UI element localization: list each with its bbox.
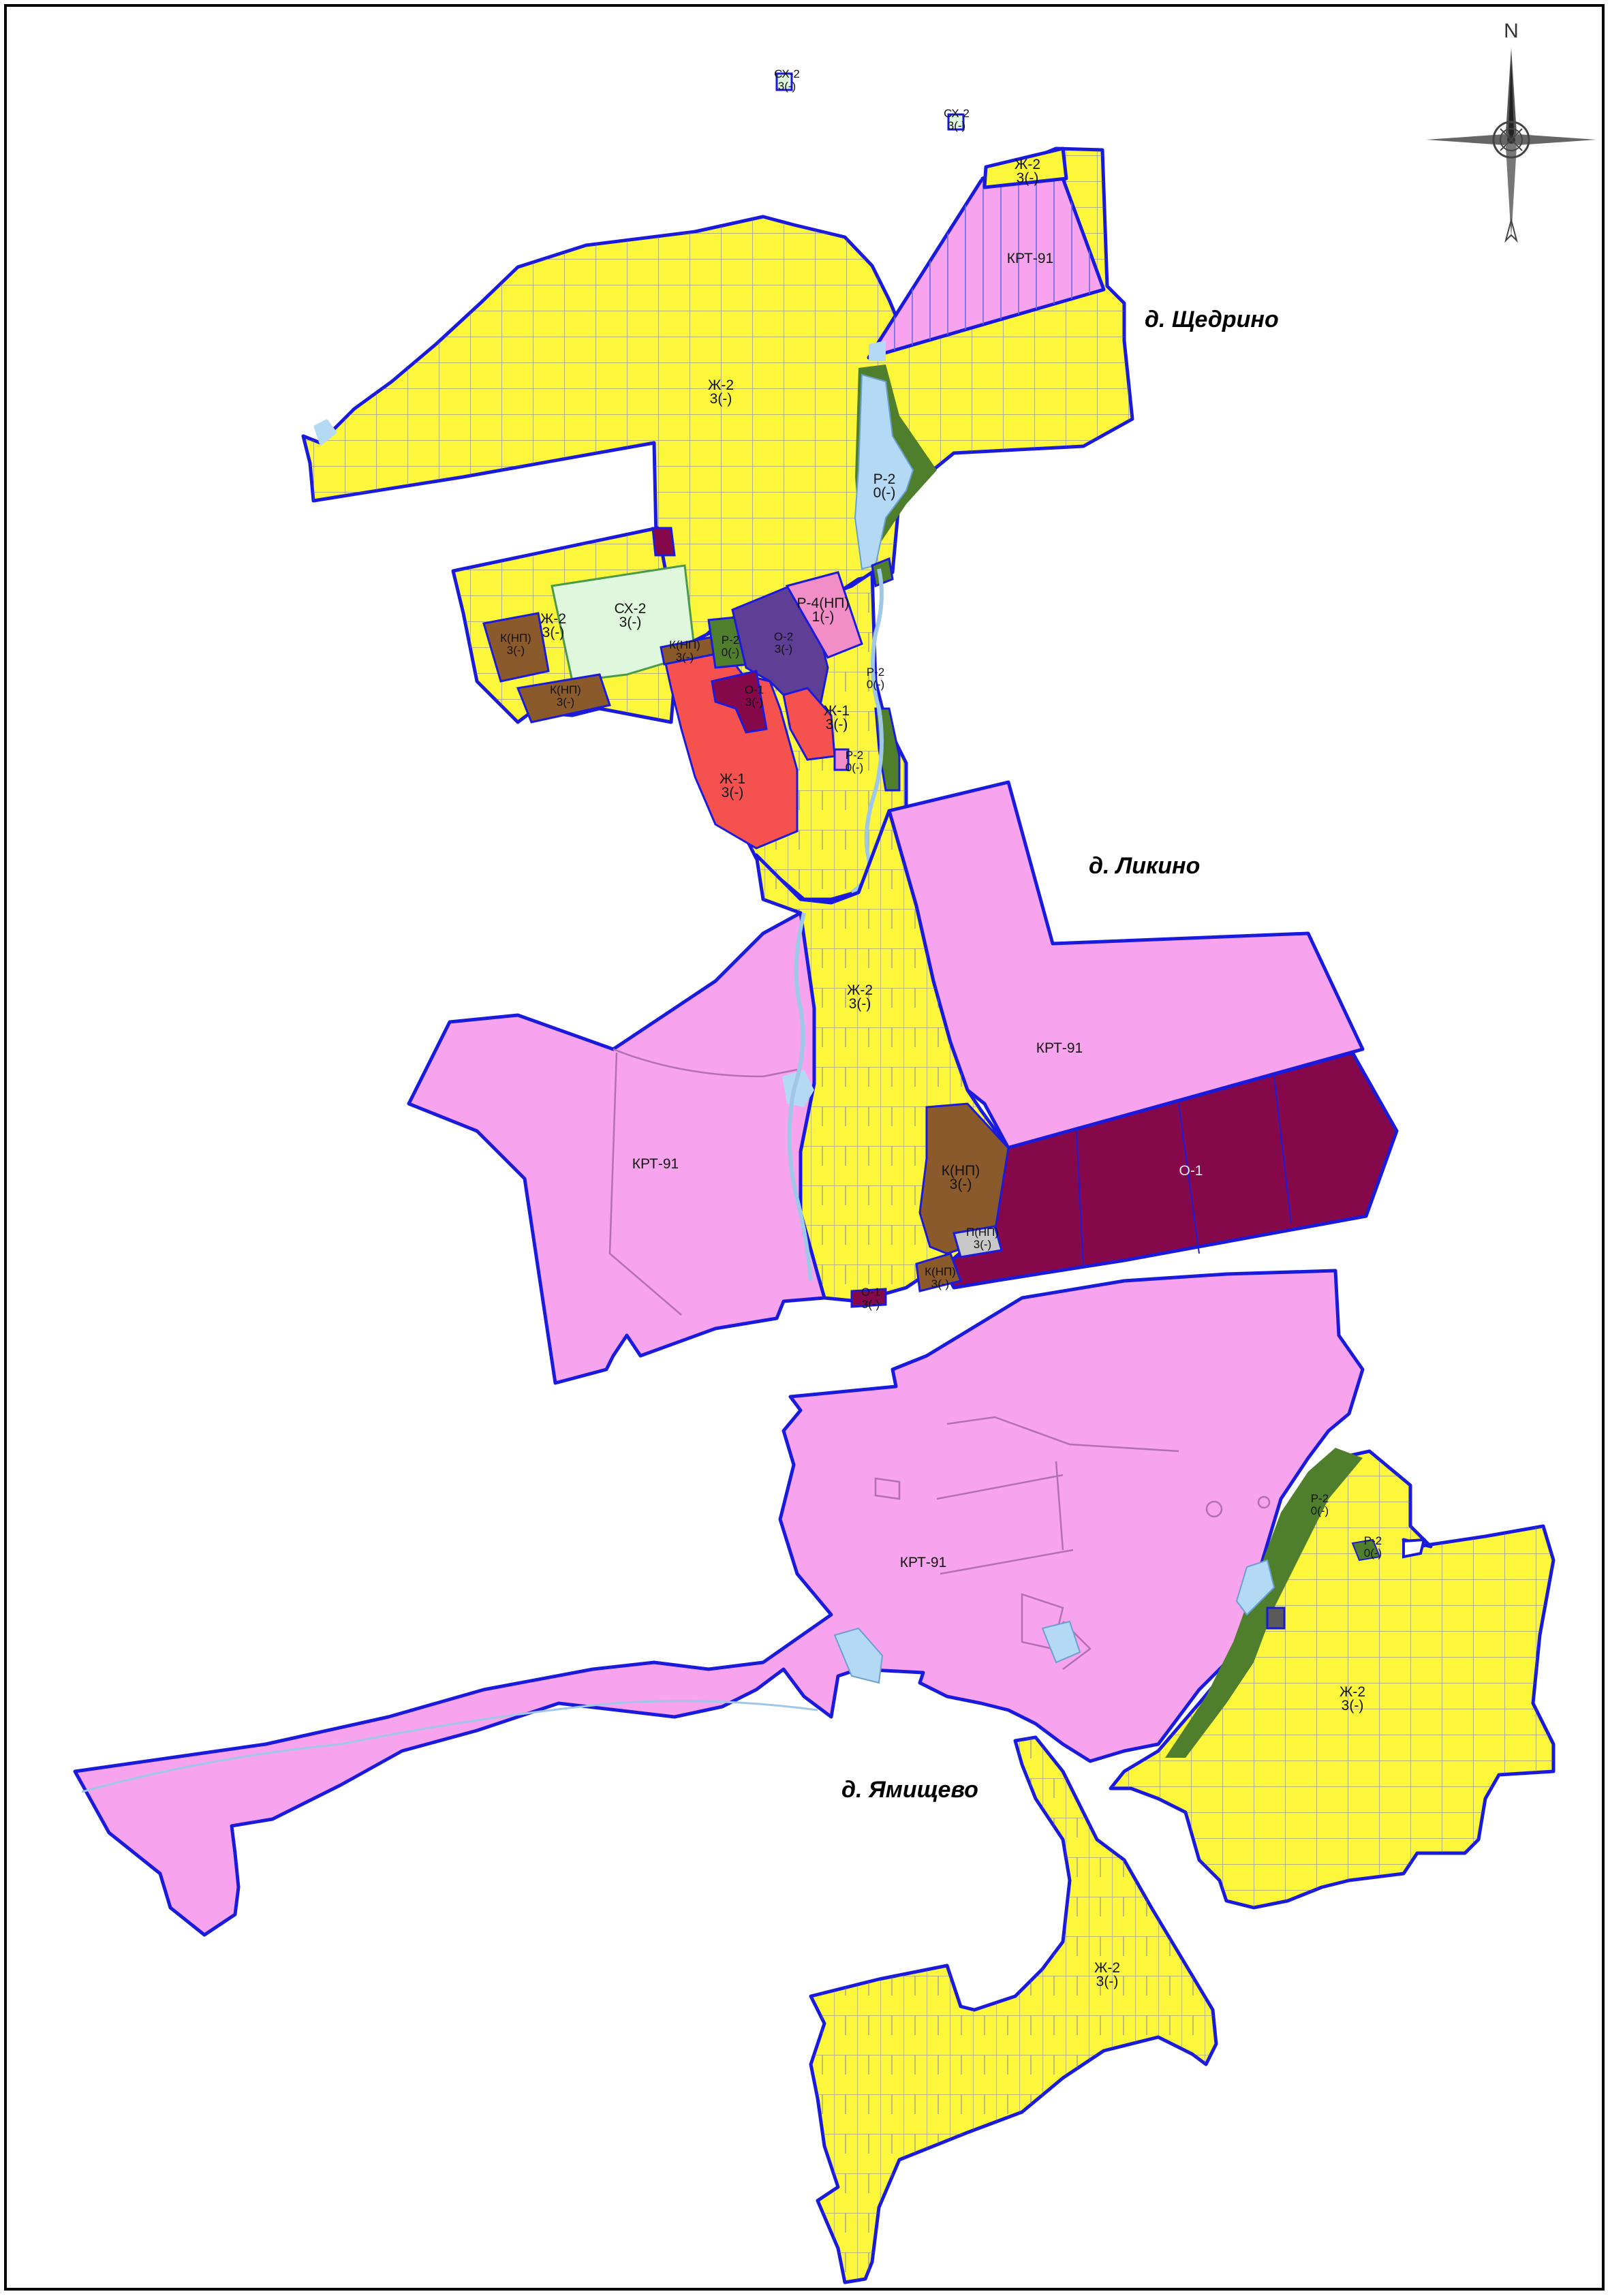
label-o1-big: О-1 <box>1179 1163 1203 1179</box>
zone-sx2-mid <box>551 564 696 683</box>
compass-rose: N <box>1426 20 1596 243</box>
label-krt91-south: КРТ-91 <box>900 1555 946 1570</box>
place-likino: д. Ликино <box>1089 853 1200 879</box>
label-k-np-s: К(НП)3(-) <box>925 1265 956 1290</box>
compass-north-label: N <box>1504 20 1519 42</box>
map-frame <box>4 4 1605 2291</box>
zone-krt91-likino-w <box>407 911 826 1385</box>
settlement-names: д. Щедрино д. Ликино д. Ямищево <box>841 307 1279 1803</box>
label-k-np-w2: К(НП)3(-) <box>550 683 581 709</box>
label-p-np: П(НП)3(-) <box>966 1226 999 1251</box>
zone-sx2-markers <box>775 72 965 131</box>
zone-o1-big <box>942 1051 1399 1290</box>
label-krt91-likino-w: КРТ-91 <box>632 1156 679 1172</box>
zone-krt91-top <box>867 146 1106 360</box>
zone-zh2-yam-south <box>809 1735 1218 2284</box>
zone-krt91-south <box>73 1269 1365 1937</box>
label-r4-np: Р-4(НП)1(-) <box>797 595 850 625</box>
label-k-np-mid: К(НП)3(-) <box>669 638 700 664</box>
label-k-np-w1: К(НП)3(-) <box>500 632 531 657</box>
label-k-np-likino: К(НП)3(-) <box>942 1163 980 1192</box>
zone-k-np-likino <box>850 1102 1010 1308</box>
place-shchedrino: д. Щедрино <box>1145 307 1279 332</box>
zone-mid-cluster <box>651 527 908 901</box>
label-krt91-top: КРТ-91 <box>1007 251 1053 266</box>
place-yamishchevo: д. Ямищево <box>841 1777 978 1803</box>
zone-zh2-yam-east <box>1109 1448 1555 1910</box>
label-krt91-likino-ne: КРТ-91 <box>1036 1040 1083 1056</box>
zone-k-np-west <box>482 612 611 724</box>
pond-north <box>313 341 937 570</box>
